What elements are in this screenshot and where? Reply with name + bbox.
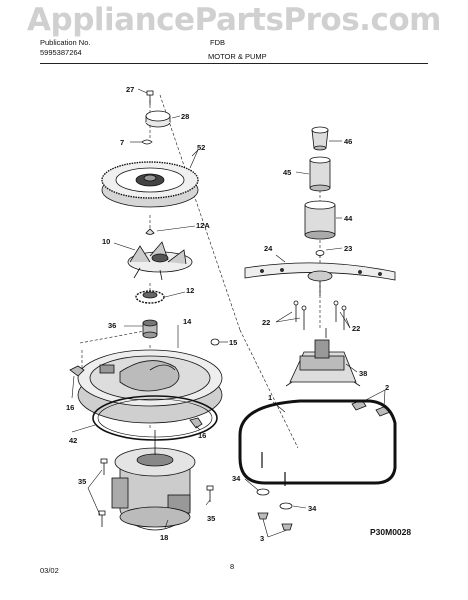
pump-housing-14 <box>77 349 223 424</box>
gear-12 <box>135 290 165 304</box>
clip-7 <box>141 139 153 145</box>
screws-22 <box>293 300 347 338</box>
hose-1 <box>238 399 397 485</box>
callout-12: 12 <box>186 286 194 295</box>
seal-36 <box>142 319 158 339</box>
clip-16-left <box>69 365 85 377</box>
diagram-code: P30M0028 <box>370 527 411 537</box>
motor-18 <box>111 430 196 531</box>
callout-35-left: 35 <box>78 477 86 486</box>
callout-1: 1 <box>268 393 272 402</box>
clip-16-right <box>189 417 203 429</box>
callout-10: 10 <box>102 237 110 246</box>
washer-23 <box>315 250 325 256</box>
publication-number: 5995387264 <box>40 48 82 57</box>
callout-34-right: 34 <box>308 504 317 513</box>
clip-15 <box>210 338 220 346</box>
callout-7: 7 <box>120 138 124 147</box>
callout-12a: 12A <box>196 221 210 230</box>
callout-28: 28 <box>181 112 189 121</box>
tube-44 <box>304 200 336 240</box>
screw-27 <box>146 90 154 105</box>
callout-42: 42 <box>69 436 77 445</box>
washers-34 <box>256 488 293 510</box>
chopper-impeller-52 <box>101 161 199 208</box>
callout-35-right: 35 <box>207 514 215 523</box>
cap-12a <box>145 228 155 235</box>
callout-34-left: 34 <box>232 474 241 483</box>
callout-44: 44 <box>344 214 353 223</box>
callout-36: 36 <box>108 321 116 330</box>
callout-27: 27 <box>126 85 134 94</box>
footer-date: 03/02 <box>40 566 59 575</box>
callout-24: 24 <box>264 244 273 253</box>
callout-46: 46 <box>344 137 352 146</box>
tube-45 <box>309 156 331 192</box>
callout-23: 23 <box>344 244 352 253</box>
callout-16-right: 16 <box>198 431 206 440</box>
motor-screws-35 <box>98 458 214 527</box>
callout-14: 14 <box>183 317 192 326</box>
model-number: FDB <box>210 38 225 47</box>
callout-18: 18 <box>160 533 168 542</box>
callout-3: 3 <box>260 534 264 543</box>
callout-2: 2 <box>385 383 389 392</box>
callout-45: 45 <box>283 168 291 177</box>
screws-3 <box>257 512 293 531</box>
support-38 <box>285 339 361 387</box>
callout-22-right: 22 <box>352 324 360 333</box>
header-rule <box>40 63 428 64</box>
footer-page-number: 8 <box>230 562 235 571</box>
callout-15: 15 <box>229 338 237 347</box>
watermark: AppliancePartsPros.com <box>27 2 441 38</box>
callout-52: 52 <box>197 143 205 152</box>
nozzle-46 <box>311 126 329 151</box>
publication-label: Publication No. <box>40 38 91 47</box>
callout-38: 38 <box>359 369 367 378</box>
callout-22-left: 22 <box>262 318 270 327</box>
impeller-10 <box>127 241 193 281</box>
section-title: MOTOR & PUMP <box>208 52 267 61</box>
spray-arm-24 <box>244 262 396 296</box>
callout-16-left: 16 <box>66 403 74 412</box>
nut-28 <box>145 110 171 128</box>
